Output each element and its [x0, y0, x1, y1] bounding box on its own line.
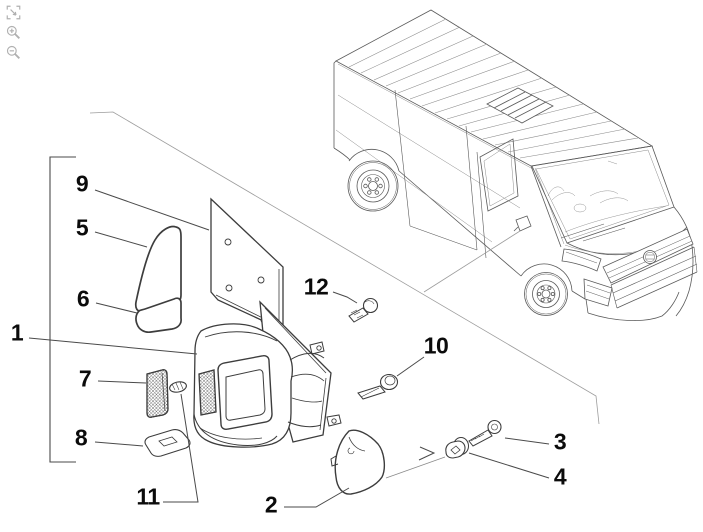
leader-line-12: [332, 291, 358, 304]
locator-line: [89, 111, 600, 425]
mount-bracket: [259, 300, 342, 443]
callout-2[interactable]: 2: [264, 491, 278, 518]
zoom-in-icon[interactable]: [6, 25, 21, 40]
van-illustration: [333, 9, 698, 321]
assembly-axis-line: [385, 456, 446, 479]
leader-line-6: [95, 302, 138, 314]
callout-3[interactable]: 3: [553, 428, 567, 455]
callout-5[interactable]: 5: [75, 214, 89, 241]
callout-6[interactable]: 6: [76, 285, 90, 312]
leader-line-3: [504, 437, 550, 445]
lamp-part8: [144, 429, 191, 457]
mirror-glass-part5: [134, 225, 182, 312]
leader-line-11: [163, 393, 199, 503]
callout-4[interactable]: 4: [553, 463, 567, 490]
nut-part4: [445, 437, 469, 459]
callout-11[interactable]: 11: [136, 483, 160, 510]
fit-to-screen-icon[interactable]: [6, 5, 21, 20]
callout-9[interactable]: 9: [75, 170, 89, 197]
roof-vent: [486, 87, 554, 124]
locator-line: [423, 230, 521, 293]
leader-line-5: [94, 231, 148, 248]
callout-8[interactable]: 8: [74, 424, 88, 451]
annotation-lines: [28, 111, 600, 508]
leader-line-1: [28, 337, 198, 355]
leader-line-4: [468, 452, 550, 479]
callout-7[interactable]: 7: [78, 365, 92, 392]
front-grille: [602, 228, 698, 309]
leader-line-10: [396, 356, 425, 377]
callout-10[interactable]: 10: [423, 332, 449, 359]
headlight: [561, 248, 602, 272]
bulb-holder-part11: [169, 381, 187, 393]
screw-part12: [348, 297, 379, 323]
gasket-plate-part9: [210, 197, 284, 332]
mirror-housing-part1: [193, 323, 325, 448]
leader-line-7: [97, 380, 147, 384]
leader-line-2: [284, 487, 350, 508]
screw-part3: [468, 419, 502, 447]
rear-wheel: [347, 160, 399, 212]
callout-1[interactable]: 1: [10, 319, 24, 346]
group-bracket-part1: [49, 156, 76, 463]
exploded-view: [134, 197, 502, 495]
cab-interior: [547, 160, 667, 233]
wide-angle-glass-part6: [135, 297, 182, 334]
base-cover-part2: [330, 429, 386, 495]
roof-ribs: [348, 18, 639, 159]
viewer-toolbar: [6, 5, 26, 60]
screw-part10: [357, 373, 399, 400]
zoom-out-icon[interactable]: [6, 45, 21, 60]
assembly-direction-arrow: [418, 446, 436, 461]
turn-signal-lens-part7: [146, 369, 169, 418]
leader-line-8: [94, 441, 144, 447]
callout-12[interactable]: 12: [303, 273, 329, 300]
leader-line-9: [94, 189, 210, 231]
front-wheel: [524, 272, 568, 316]
housing-signal-grille: [198, 369, 217, 416]
fog-lamp-intake: [583, 278, 613, 307]
van-door-mirror: [513, 215, 532, 232]
